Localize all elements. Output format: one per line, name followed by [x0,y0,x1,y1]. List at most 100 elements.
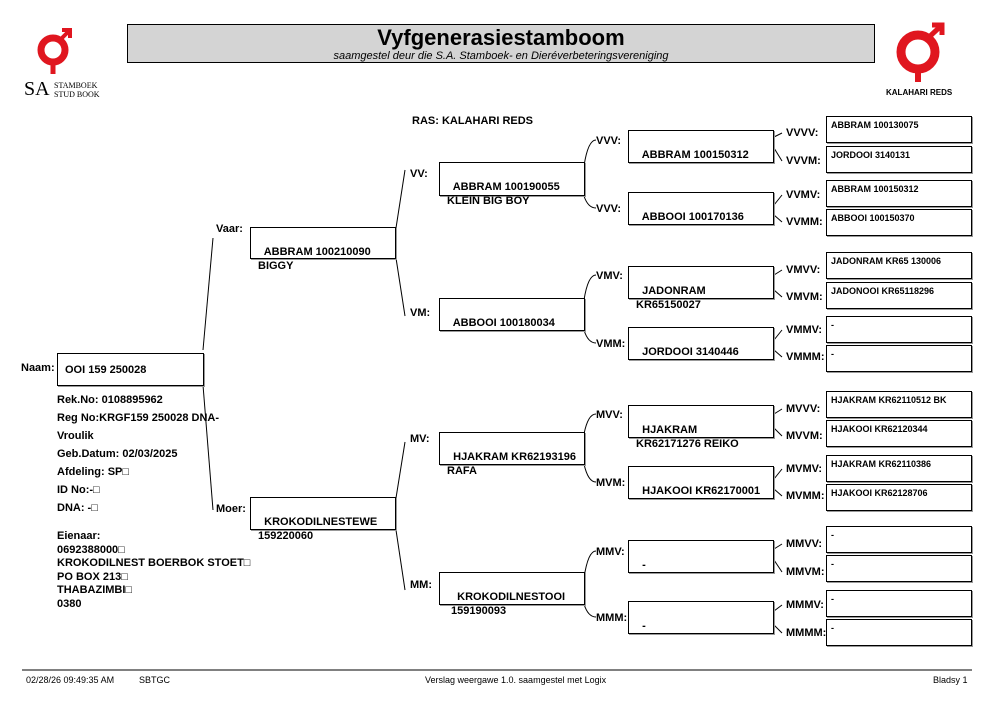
gen4-box: - [826,316,972,343]
logo-line2: STUD BOOK [54,90,100,99]
gen4-box: - [826,555,972,582]
gen3-name: ABBOOI 100170136 [641,211,744,223]
gen4-box: HJAKRAM KR62110512 BK [826,391,972,418]
gen3-name: - [642,620,646,632]
gen1-label: Vaar: [216,223,243,235]
detail-rek-no: Rek.No: 0108895962 [57,394,163,406]
report-title: Vyfgenerasiestamboom [377,25,625,50]
gen3-label: MVV: [596,409,623,421]
gender-symbol-icon [37,28,72,74]
gen4-name: ABBOOI 100150370 [831,213,915,223]
owner-postcode: 0380 [57,597,82,610]
gen4-name: ABBRAM 100150312 [831,184,919,194]
footer-datetime: 02/28/26 09:49:35 AM [26,675,115,685]
owner-heading: Eienaar: [57,530,101,542]
report-title-bar: Vyfgenerasiestamboom saamgestel deur die… [127,24,875,63]
report-subtitle: saamgestel deur die S.A. Stamboek- en Di… [333,50,669,62]
gen4-box: HJAKOOI KR62128706 [826,484,972,511]
breed-line: RAS: KALAHARI REDS [412,115,533,127]
gen1-box: KROKODILNESTEWE 159220060 [250,497,396,542]
gen4-label: MVVM: [786,430,823,442]
gender-symbol-icon [896,22,945,82]
gen4-box: - [826,590,972,617]
right-logo-caption: KALAHARI REDS [886,88,953,97]
gen4-name: ABBRAM 100130075 [831,120,919,130]
gen3-name: JORDOOI 3140446 [642,346,739,358]
gen3-name: HJAKOOI KR62170001 [642,485,761,497]
gen4-name: - [831,594,834,604]
gen4-box: ABBRAM 100150312 [826,180,972,207]
gen4-label: MMMM: [786,627,827,639]
gen3-label: MMV: [596,546,625,558]
gen4-label: VMMV: [786,324,823,336]
gen3-box: - [628,601,774,634]
owner-town: THABAZIMBI□ [57,584,133,596]
gen4-label: VMMM: [786,351,825,363]
owner-number: 0692388000□ [57,543,125,556]
gen2-label: MM: [410,579,432,591]
gen4-name: - [831,349,834,359]
gen4-label: MMVV: [786,538,823,550]
gen4-name: - [831,320,834,330]
logo-line1: STAMBOEK [54,81,98,90]
gen4-label: MVMM: [786,490,825,502]
gen2-label: VV: [410,168,428,180]
logo-letters: SA [24,78,50,100]
detail-id-no: ID No:-□ [57,484,100,496]
animal-name: OOI 159 250028 [65,364,147,376]
owner-details: Eienaar: 0692388000□ KROKODILNEST BOERBO… [57,530,250,611]
gen4-label: VMVV: [786,264,821,276]
gen3-name: HJAKRAM KR62171276 REIKO [636,424,739,450]
gen4-label: MMMV: [786,599,824,611]
gen4-name: HJAKRAM KR62110512 BK [831,395,947,405]
gen1-label: Moer: [216,503,246,515]
gen2-name: ABBOOI 100180034 [452,317,555,329]
footer-page-number: Bladsy 1 [933,675,968,685]
gen4-box: JADONOOI KR65118296 [826,282,972,309]
gen2-label: MV: [410,433,430,445]
footer-version: Verslag weergawe 1.0. saamgestel met Log… [425,675,607,685]
gen3-box: JORDOOI 3140446 [628,327,774,360]
gen4-label: MMVM: [786,566,825,578]
gen2-name: KROKODILNESTOOI 159190093 [451,591,566,617]
gen4-label: VVVV: [786,127,819,139]
gen4-name: - [831,530,834,540]
gen4-box: - [826,526,972,553]
owner-address: PO BOX 213□ [57,570,128,583]
gen3-box: ABBRAM 100150312 [628,130,774,163]
gen3-label: VMV: [596,270,623,282]
gen4-box: - [826,345,972,372]
gen2-name: HJAKRAM KR62193196 RAFA [447,451,577,477]
animal-label: Naam: [21,362,55,374]
owner-name: KROKODILNEST BOERBOK STOET□ [57,557,251,569]
footer-code: SBTGC [139,675,171,685]
gen3-box: HJAKRAM KR62171276 REIKO [628,405,774,450]
gen4-label: VMVM: [786,291,823,303]
gen3-box: JADONRAM KR65150027 [628,266,774,311]
detail-sex: Vroulik [57,430,94,442]
gen1-name: ABBRAM 100210090 BIGGY [258,246,371,272]
animal-details: Rek.No: 0108895962 Reg No:KRGF159 250028… [57,391,219,517]
detail-birth-date: Geb.Datum: 02/03/2025 [57,448,178,460]
gen3-box: ABBOOI 100170136 [628,192,774,225]
gen4-name: HJAKRAM KR62110386 [831,459,932,469]
gen4-label: VVMM: [786,216,823,228]
gen2-box: KROKODILNESTOOI 159190093 [439,572,585,617]
gen4-name: - [831,623,834,633]
gen4-box: HJAKRAM KR62110386 [826,455,972,482]
gen4-box: HJAKOOI KR62120344 [826,420,972,447]
gen2-name: ABBRAM 100190055 KLEIN BIG BOY [447,181,560,207]
gen4-box: ABBRAM 100130075 [826,116,972,143]
gen3-box: HJAKOOI KR62170001 [628,466,774,499]
gen4-box: - [826,619,972,646]
gen4-name: JADONRAM KR65 130006 [831,256,942,266]
gen4-label: VVVM: [786,155,821,167]
gen1-name: KROKODILNESTEWE 159220060 [258,516,378,542]
gen3-label: VVV: [596,135,622,147]
gen3-label: MMM: [596,612,628,624]
detail-section: Afdeling: SP□ [57,466,130,478]
gen3-label: MVM: [596,477,626,489]
gen2-box: HJAKRAM KR62193196 RAFA [439,432,585,477]
gen3-label: VVV: [596,203,622,215]
